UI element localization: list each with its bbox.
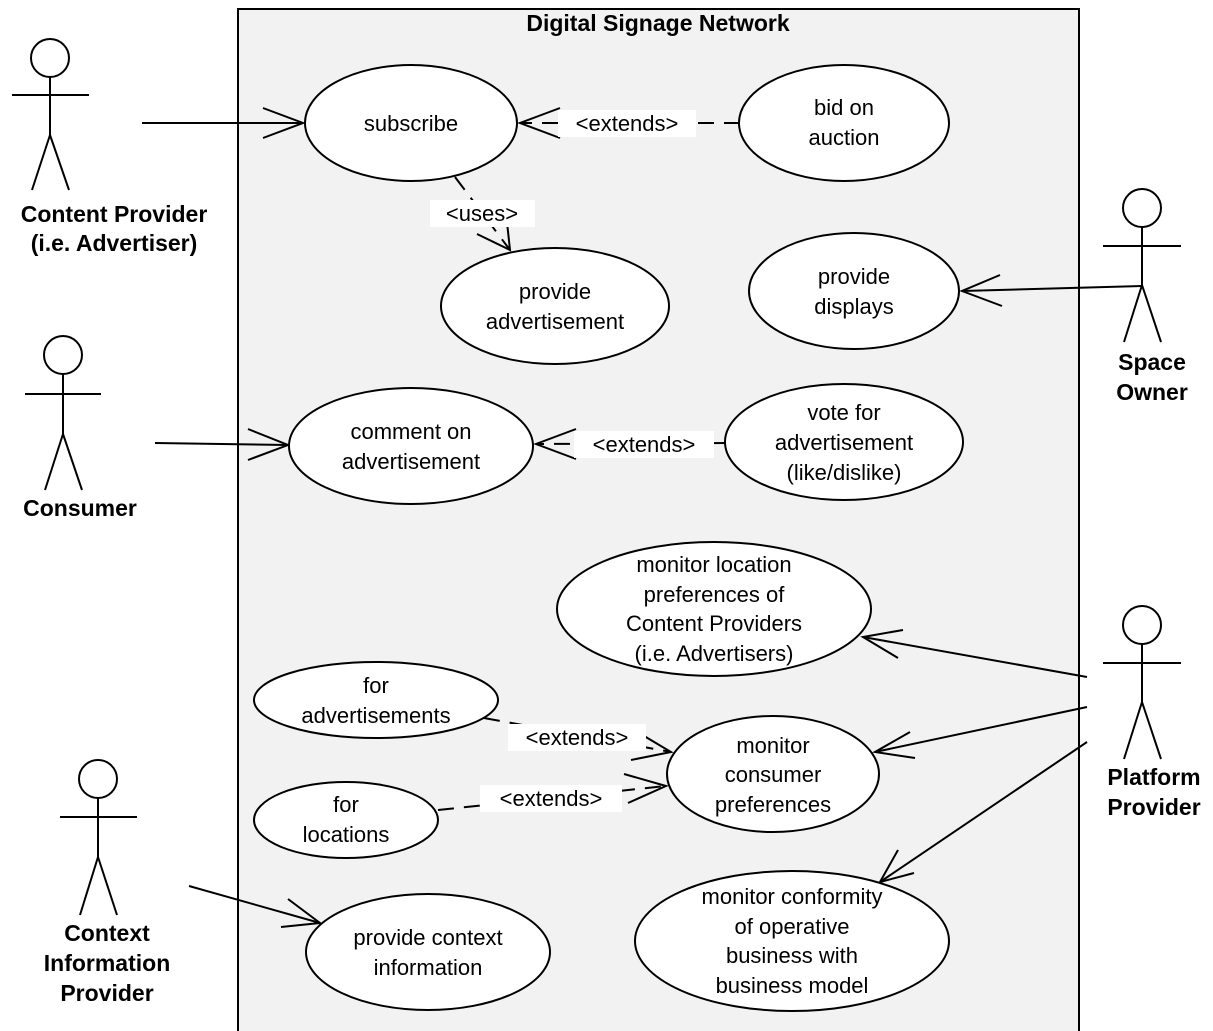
- stick-figure-icon: [60, 759, 137, 916]
- actor-label: Consumer: [23, 495, 137, 521]
- use-case-label: of operative: [735, 914, 850, 939]
- extends-label: <extends>: [500, 786, 603, 811]
- use-case-label: information: [374, 955, 483, 980]
- use-case-label: provide: [818, 264, 890, 289]
- actor-context-information-provider[interactable]: Context Information Provider: [44, 759, 171, 1006]
- uses-label: <uses>: [446, 201, 518, 226]
- use-case-monitor-location-preferences[interactable]: monitor location preferences of Content …: [556, 541, 872, 677]
- use-case-bid-on-auction[interactable]: bid on auction: [738, 64, 950, 182]
- actor-label: Space: [1118, 349, 1186, 375]
- use-case-label: comment on: [350, 419, 471, 444]
- use-case-label: preferences: [715, 792, 831, 817]
- actor-label: (i.e. Advertiser): [31, 230, 198, 256]
- extends-bid-to-subscribe: <extends>: [517, 107, 740, 139]
- use-case-for-locations[interactable]: for locations: [253, 781, 439, 859]
- stick-figure-icon: [12, 38, 89, 191]
- use-case-label: consumer: [725, 762, 822, 787]
- use-case-provide-displays[interactable]: provide displays: [748, 232, 960, 350]
- association-platform-consumer-preferences: [872, 706, 1088, 759]
- use-case-comment-on-advertisement[interactable]: comment on advertisement: [288, 387, 534, 505]
- actor-label: Provider: [60, 980, 153, 1006]
- use-case-label: (like/dislike): [787, 460, 902, 485]
- extends-label: <extends>: [526, 725, 629, 750]
- use-case-label: bid on: [814, 95, 874, 120]
- extends-for-locations-to-consumer-preferences: <extends>: [437, 773, 669, 812]
- association-content-provider-subscribe: [142, 107, 306, 139]
- uses-subscribe-to-provide-ad: <uses>: [430, 176, 535, 252]
- use-case-monitor-conformity[interactable]: monitor conformity of operative business…: [634, 870, 950, 1012]
- stick-figure-icon: [1103, 605, 1181, 760]
- actor-label: Context: [64, 920, 150, 946]
- use-case-label: provide: [519, 279, 591, 304]
- actor-label: Content Provider: [21, 201, 208, 227]
- use-case-label: advertisement: [486, 309, 624, 334]
- extends-for-ads-to-consumer-preferences: <extends>: [483, 717, 674, 761]
- extends-label: <extends>: [593, 432, 696, 457]
- use-case-provide-advertisement[interactable]: provide advertisement: [440, 247, 670, 365]
- use-case-label: for: [363, 673, 389, 698]
- use-case-label: Content Providers: [626, 611, 802, 636]
- use-case-label: provide context: [353, 925, 502, 950]
- extends-vote-to-comment: <extends>: [533, 428, 727, 460]
- use-case-label: locations: [303, 822, 390, 847]
- stick-figure-icon: [25, 335, 101, 491]
- use-case-label: displays: [814, 294, 893, 319]
- use-case-label: for: [333, 792, 359, 817]
- actor-label: Information: [44, 950, 171, 976]
- use-case-provide-context-information[interactable]: provide context information: [305, 893, 551, 1011]
- use-case-label: business with: [726, 943, 858, 968]
- use-case-label: subscribe: [364, 111, 458, 136]
- use-case-label: advertisements: [301, 703, 450, 728]
- association-context-provider-context-info: [188, 885, 323, 928]
- actor-label: Platform: [1107, 764, 1200, 790]
- use-case-label: monitor conformity: [702, 884, 883, 909]
- use-case-label: preferences of: [644, 582, 786, 607]
- use-case-vote-for-advertisement[interactable]: vote for advertisement (like/dislike): [724, 383, 964, 501]
- use-case-monitor-consumer-preferences[interactable]: monitor consumer preferences: [666, 715, 880, 833]
- actor-content-provider[interactable]: Content Provider (i.e. Advertiser): [12, 38, 208, 256]
- actor-platform-provider[interactable]: Platform Provider: [1103, 605, 1201, 820]
- extends-label: <extends>: [576, 111, 679, 136]
- use-case-label: monitor location: [636, 552, 791, 577]
- use-case-label: advertisement: [342, 449, 480, 474]
- use-case-for-advertisements[interactable]: for advertisements: [253, 661, 499, 739]
- association-platform-location-preferences: [860, 629, 1088, 678]
- actor-space-owner[interactable]: Space Owner: [1103, 188, 1188, 405]
- association-space-owner-displays: [959, 274, 1143, 307]
- use-case-label: auction: [809, 125, 880, 150]
- actor-label: Provider: [1107, 794, 1200, 820]
- use-case-label: vote for: [807, 400, 880, 425]
- use-case-label: (i.e. Advertisers): [635, 641, 794, 666]
- stick-figure-icon: [1103, 188, 1181, 343]
- use-case-label: monitor: [736, 733, 809, 758]
- actor-label: Owner: [1116, 379, 1188, 405]
- association-consumer-comment: [154, 428, 291, 461]
- use-case-subscribe[interactable]: subscribe: [304, 64, 518, 182]
- use-case-label: business model: [716, 973, 869, 998]
- system-title: Digital Signage Network: [526, 10, 789, 36]
- use-case-label: advertisement: [775, 430, 913, 455]
- actor-consumer[interactable]: Consumer: [23, 335, 137, 521]
